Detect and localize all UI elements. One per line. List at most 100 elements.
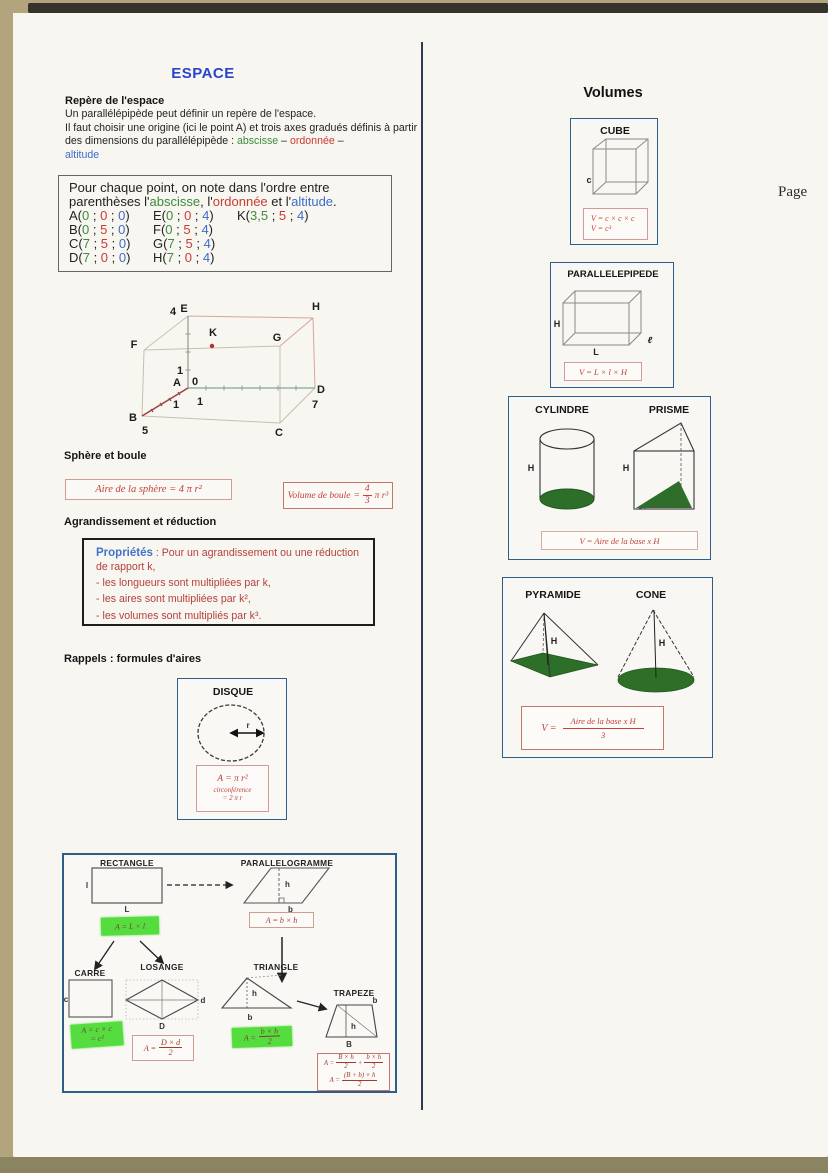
triangle-shape — [220, 977, 293, 1009]
scan-top-shadow — [28, 3, 828, 13]
title-parallelogramme: PARALLELOGRAMME — [240, 858, 334, 868]
title-trapeze: TRAPEZE — [333, 988, 375, 998]
trapeze-diagonal — [336, 1004, 378, 1038]
vertex-label-D: D — [317, 384, 325, 396]
cylinder: H — [528, 428, 595, 510]
pyramid: H — [509, 612, 599, 678]
point-A: A(0 ; 0 ; 0) — [69, 208, 130, 224]
disque-drawing: r — [197, 704, 265, 762]
vertex-label-B: B — [129, 412, 137, 424]
prop-line1: Propriétés : Pour un agrandissement ou u… — [96, 546, 365, 575]
vertex-label-E: E — [180, 303, 187, 315]
prop-item-1: - les longueurs sont multipliées par k, — [96, 577, 271, 590]
cylindre-title: CYLINDRE — [535, 404, 589, 416]
right-angle-mark — [278, 897, 285, 904]
heading-rappels: Rappels : formules d'aires — [64, 653, 202, 665]
arrow-to-losange — [139, 940, 165, 965]
losange-d-label: d — [201, 996, 206, 1005]
cube-formula-box: V = c × c × c V = c³ — [583, 208, 648, 240]
boule-tail: π r³ — [374, 490, 389, 501]
word-abscisse: abscisse — [236, 135, 279, 148]
disque-circ-line1: circonférence — [213, 785, 252, 794]
arrow-to-trapeze — [296, 1000, 328, 1012]
points-intro-line2: parenthèses l'abscisse, l'ordonnée et l'… — [69, 194, 337, 210]
box-red-edges — [187, 315, 316, 389]
word-altitude: altitude — [65, 148, 100, 161]
point-K: K(3,5 ; 5 ; 4) — [237, 208, 309, 224]
vertex-label-A: A — [173, 377, 181, 389]
pyrcone-V-eq: V = — [541, 722, 557, 734]
axis-y — [141, 387, 189, 417]
disque-title: DISQUE — [212, 686, 254, 698]
trapeze-b-label: b — [373, 996, 378, 1005]
vertex-label-F: F — [131, 339, 138, 351]
pyrcone-fraction: Aire de la base x H 3 — [562, 717, 644, 739]
ppd-L-label: L — [593, 347, 599, 357]
dash2: – — [334, 135, 344, 148]
title-losange: LOSANGE — [140, 962, 184, 972]
disque-formula-box: A = π r² circonférence = 2 π r — [196, 765, 269, 812]
tick-label-x1: 1 — [197, 396, 203, 408]
point-B: B(0 ; 5 ; 0) — [69, 222, 130, 238]
paper-sheet — [13, 13, 828, 1158]
cylindre-prisme-formula-box: V = Aire de la base x H — [541, 531, 698, 550]
title-rectangle: RECTANGLE — [100, 858, 154, 868]
prop-item-2: - les aires sont multipliées par k², — [96, 593, 251, 606]
triangle-dashed-ext — [246, 974, 283, 979]
point-K-dot — [209, 343, 215, 349]
parallelogram-b-label: b — [288, 905, 293, 914]
point-C: C(7 ; 5 ; 0) — [69, 236, 131, 252]
pyramide-cone-formula-box: V = Aire de la base x H 3 — [521, 706, 664, 750]
triangle-h-label: h — [252, 989, 257, 998]
formula-rectangle: A = L × l — [100, 916, 160, 936]
cylindre-H-label: H — [528, 463, 535, 473]
point-D: D(7 ; 0 ; 0) — [69, 250, 131, 266]
tick-label-4: 4 — [170, 306, 177, 318]
title-carre: CARRE — [74, 968, 106, 978]
cube-edge-label: c — [586, 175, 591, 185]
pyramide-title: PYRAMIDE — [525, 589, 581, 601]
properties-box: Propriétés : Pour un agrandissement ou u… — [82, 538, 375, 626]
arrow-to-carre — [93, 940, 115, 971]
pyramide-H-label: H — [551, 636, 558, 646]
prisme-title: PRISME — [648, 404, 690, 416]
trapeze-h-label: h — [351, 1022, 356, 1031]
tick-label-0: 0 — [192, 376, 198, 388]
area-formulas-card: l L h b c d D h b b h B — [62, 853, 397, 1093]
boule-formula-label: Volume de boule — [287, 490, 351, 501]
points-row-3: C(7 ; 5 ; 0)G(7 ; 5 ; 4) — [69, 237, 383, 251]
pyramide-cone-drawing: H H — [509, 609, 695, 693]
vertex-label-G: G — [273, 332, 282, 344]
square-side-label: c — [64, 995, 69, 1004]
ppd-l-label: ℓ — [648, 335, 653, 345]
cube-title: CUBE — [600, 125, 630, 137]
points-intro-line1: Pour chaque point, on note dans l'ordre … — [69, 180, 330, 195]
points-row-4: D(7 ; 0 ; 0) H(7 ; 0 ; 4) — [69, 251, 383, 265]
point-H: H(7 ; 0 ; 4) — [153, 250, 215, 266]
heading-sphere: Sphère et boule — [64, 450, 147, 462]
disque-card: DISQUE r A = π r² circonférence = 2 π r — [177, 678, 287, 820]
ppd-H-label: H — [554, 319, 561, 329]
vertex-label-C: C — [275, 427, 283, 439]
parallelepipede-title: PARALLELEPIPEDE — [567, 269, 659, 280]
sphere-area-formula: Aire de la sphère = 4 π r² — [65, 479, 232, 500]
point-E: E(0 ; 0 ; 4) — [153, 208, 214, 224]
heading-repere: Repère de l'espace — [65, 95, 165, 107]
trapeze-shape — [325, 1004, 378, 1038]
sphere-formula-label: Aire de la sphère — [95, 484, 167, 495]
dash1: – — [278, 135, 290, 148]
word-ordonnee: ordonnée — [289, 135, 335, 148]
cube-drawing: c — [586, 138, 649, 195]
cylindre-prisme-drawing: H H — [528, 422, 695, 510]
coordinates-box: Pour chaque point, on note dans l'ordre … — [58, 175, 392, 272]
parallelepipede-formula-box: V = L × l × H — [564, 362, 642, 381]
square-shape — [68, 979, 113, 1018]
triangle-b-label: b — [248, 1013, 253, 1022]
column-divider-line — [421, 42, 423, 1110]
radius-label: r — [246, 721, 249, 730]
